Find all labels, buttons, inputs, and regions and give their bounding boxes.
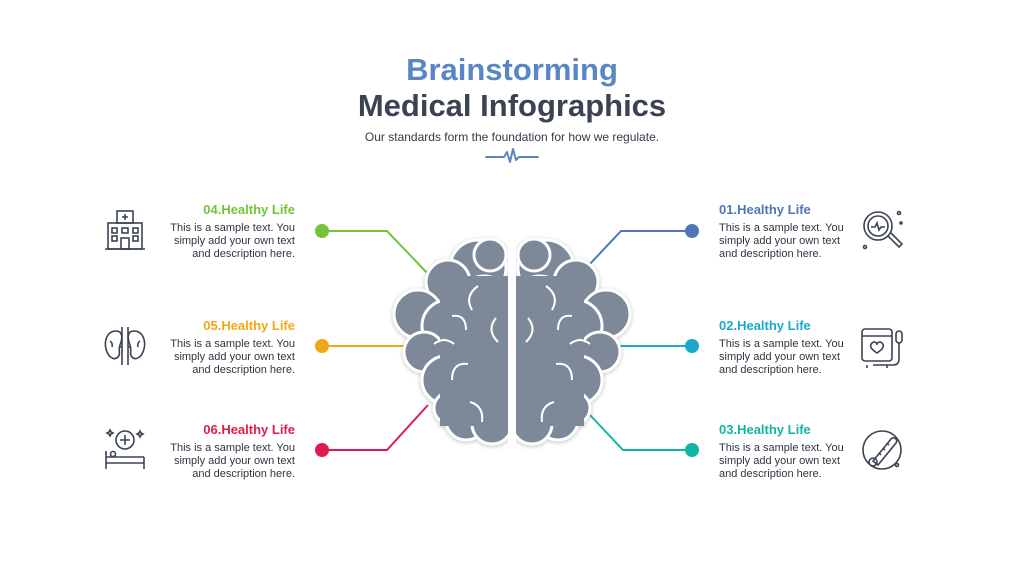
title-brainstorming: Brainstorming <box>406 52 618 87</box>
connector-dot-02 <box>685 339 699 353</box>
hospital-building-icon <box>105 210 145 250</box>
connector-dot-01 <box>685 224 699 238</box>
connector-01 <box>587 230 692 267</box>
title-medical-infographics: Medical Infographics <box>357 88 667 123</box>
subtitle: Our standards form the foundation for ho… <box>364 130 660 144</box>
item-04-heading: 04.Healthy Life <box>203 202 295 217</box>
item-05: 05.Healthy Life This is a sample text. Y… <box>145 318 295 377</box>
item-05-heading: 05.Healthy Life <box>203 318 295 333</box>
connector-dot-06 <box>315 443 329 457</box>
connector-03 <box>589 414 692 451</box>
item-03-heading: 03.Healthy Life <box>719 422 811 437</box>
item-01-heading: 01.Healthy Life <box>719 202 811 217</box>
item-04: 04.Healthy Life This is a sample text. Y… <box>145 202 295 261</box>
item-02-heading: 02.Healthy Life <box>719 318 811 333</box>
item-01: 01.Healthy Life This is a sample text. Y… <box>719 202 869 261</box>
connector-dot-03 <box>685 443 699 457</box>
brain-right-hemisphere <box>516 237 632 446</box>
heart-rate-magnifier-icon <box>862 210 904 250</box>
connector-dot-05 <box>315 339 329 353</box>
pulse-line-icon <box>485 148 539 163</box>
iv-drip-monitor-icon <box>861 328 903 368</box>
item-03: 03.Healthy Life This is a sample text. Y… <box>719 422 869 481</box>
item-06: 06.Healthy Life This is a sample text. Y… <box>145 422 295 481</box>
connector-06 <box>322 404 429 451</box>
kidneys-icon <box>104 327 146 365</box>
item-06-heading: 06.Healthy Life <box>203 422 295 437</box>
hospital-bed-icon <box>105 428 145 469</box>
brain-left-hemisphere <box>392 237 508 446</box>
thermometer-icon <box>862 430 902 470</box>
item-02: 02.Healthy Life This is a sample text. Y… <box>719 318 869 377</box>
connector-dot-04 <box>315 224 329 238</box>
connector-04 <box>322 230 431 277</box>
